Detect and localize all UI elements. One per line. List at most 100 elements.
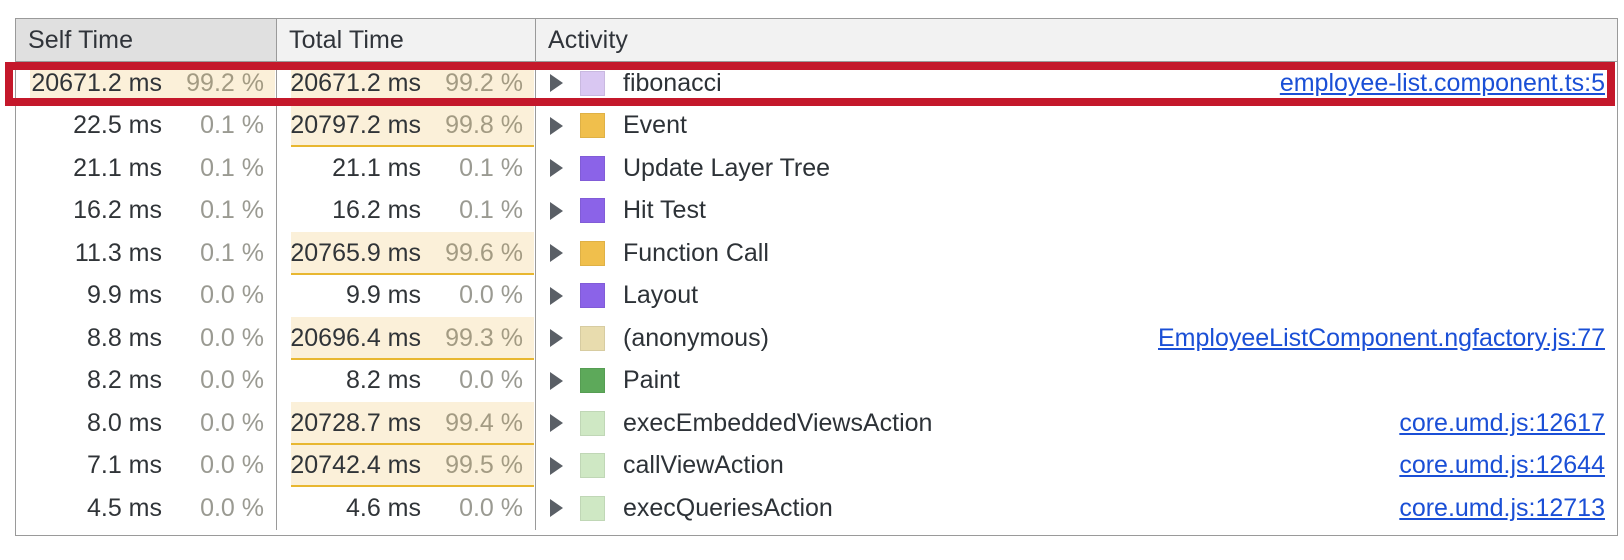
total-time-percent: 99.4 % bbox=[445, 408, 523, 437]
color-swatch-painting-icon bbox=[580, 368, 605, 394]
self-time-percent: 99.2 % bbox=[186, 68, 264, 97]
source-location-link[interactable]: core.umd.js:12644 bbox=[1399, 451, 1605, 480]
color-swatch-action-icon bbox=[580, 410, 605, 436]
self-time-percent: 0.1 % bbox=[200, 153, 264, 182]
total-time-percent: 99.6 % bbox=[445, 238, 523, 267]
cell-activity: Function Call bbox=[536, 232, 1617, 275]
expand-triangle-icon[interactable] bbox=[550, 456, 563, 475]
expand-triangle-icon[interactable] bbox=[550, 499, 563, 518]
total-time-value: 20728.7 ms bbox=[290, 408, 421, 437]
color-swatch-action-icon bbox=[580, 453, 605, 479]
color-swatch-scripting-icon bbox=[580, 113, 605, 139]
self-time-percent: 0.1 % bbox=[200, 238, 264, 267]
expand-triangle-icon[interactable] bbox=[550, 74, 563, 93]
color-swatch-action-icon bbox=[580, 495, 605, 521]
cell-total-time: 20742.4 ms 99.5 % bbox=[277, 444, 536, 487]
table-row[interactable]: 20671.2 ms 99.2 % 20671.2 ms 99.2 % fibonacc… bbox=[16, 62, 1617, 105]
bottom-up-performance-table: Self Time Total Time Activity 20671.2 ms… bbox=[15, 18, 1618, 536]
total-time-value: 20742.4 ms bbox=[290, 451, 421, 480]
self-time-value: 8.8 ms bbox=[86, 323, 162, 352]
cell-total-time: 20671.2 ms 99.2 % bbox=[277, 62, 536, 105]
source-location-link[interactable]: core.umd.js:12617 bbox=[1399, 408, 1605, 437]
total-time-value: 20765.9 ms bbox=[290, 238, 421, 267]
self-time-value: 7.1 ms bbox=[86, 451, 162, 480]
total-time-value: 20797.2 ms bbox=[290, 111, 421, 140]
total-time-value: 21.1 ms bbox=[332, 153, 421, 182]
column-header-activity[interactable]: Activity bbox=[536, 19, 1617, 61]
total-time-value: 20671.2 ms bbox=[290, 68, 421, 97]
activity-name: (anonymous) bbox=[623, 323, 769, 352]
cell-activity: Hit Test bbox=[536, 190, 1617, 233]
table-header-row: Self Time Total Time Activity bbox=[16, 19, 1617, 62]
total-time-value: 20696.4 ms bbox=[290, 323, 421, 352]
color-swatch-rendering-icon bbox=[580, 283, 605, 309]
total-time-value: 8.2 ms bbox=[345, 366, 421, 395]
self-time-value: 9.9 ms bbox=[86, 281, 162, 310]
expand-triangle-icon[interactable] bbox=[550, 414, 563, 433]
total-time-percent: 99.8 % bbox=[445, 111, 523, 140]
column-header-activity-label: Activity bbox=[548, 25, 628, 54]
expand-triangle-icon[interactable] bbox=[550, 116, 563, 135]
total-time-value: 16.2 ms bbox=[332, 196, 421, 225]
color-swatch-fibonacci-icon bbox=[580, 70, 605, 96]
total-time-value: 4.6 ms bbox=[345, 493, 421, 522]
self-time-percent: 0.0 % bbox=[200, 493, 264, 522]
self-time-value: 16.2 ms bbox=[73, 196, 162, 225]
total-time-percent: 99.2 % bbox=[445, 68, 523, 97]
expand-triangle-icon[interactable] bbox=[550, 371, 563, 390]
self-time-value: 8.2 ms bbox=[86, 366, 162, 395]
self-time-value: 22.5 ms bbox=[73, 111, 162, 140]
column-header-self-time[interactable]: Self Time bbox=[16, 19, 277, 61]
column-header-total-time[interactable]: Total Time bbox=[277, 19, 536, 61]
expand-triangle-icon[interactable] bbox=[550, 201, 563, 220]
cell-total-time: 20797.2 ms 99.8 % bbox=[277, 104, 536, 147]
cell-activity: (anonymous) EmployeeListComponent.ngfacto… bbox=[536, 317, 1617, 360]
source-location-link[interactable]: employee-list.component.ts:5 bbox=[1279, 68, 1605, 97]
total-time-bar bbox=[291, 444, 534, 487]
expand-triangle-icon[interactable] bbox=[550, 286, 563, 305]
expand-triangle-icon[interactable] bbox=[550, 159, 563, 178]
total-time-percent: 0.0 % bbox=[459, 366, 523, 395]
cell-self-time: 8.8 ms 0.0 % bbox=[16, 317, 277, 360]
self-time-percent: 0.0 % bbox=[200, 323, 264, 352]
total-time-value: 9.9 ms bbox=[345, 281, 421, 310]
self-time-value: 8.0 ms bbox=[86, 408, 162, 437]
expand-triangle-icon[interactable] bbox=[550, 244, 563, 263]
source-location-link[interactable]: EmployeeListComponent.ngfactory.js:77 bbox=[1158, 323, 1605, 352]
total-time-percent: 99.5 % bbox=[445, 451, 523, 480]
self-time-percent: 0.1 % bbox=[200, 111, 264, 140]
activity-name: fibonacci bbox=[623, 68, 722, 97]
cell-activity: fibonacci employee-list.component.ts:5 bbox=[536, 62, 1617, 105]
self-time-percent: 0.0 % bbox=[200, 281, 264, 310]
source-location-link[interactable]: core.umd.js:12713 bbox=[1399, 493, 1605, 522]
column-header-self-time-label: Self Time bbox=[28, 25, 134, 54]
self-time-value: 20671.2 ms bbox=[31, 68, 162, 97]
cell-activity: Update Layer Tree bbox=[536, 147, 1617, 190]
total-time-bar bbox=[291, 232, 534, 275]
activity-name: Hit Test bbox=[623, 196, 706, 225]
expand-triangle-icon[interactable] bbox=[550, 329, 563, 348]
cell-total-time: 20765.9 ms 99.6 % bbox=[277, 232, 536, 275]
